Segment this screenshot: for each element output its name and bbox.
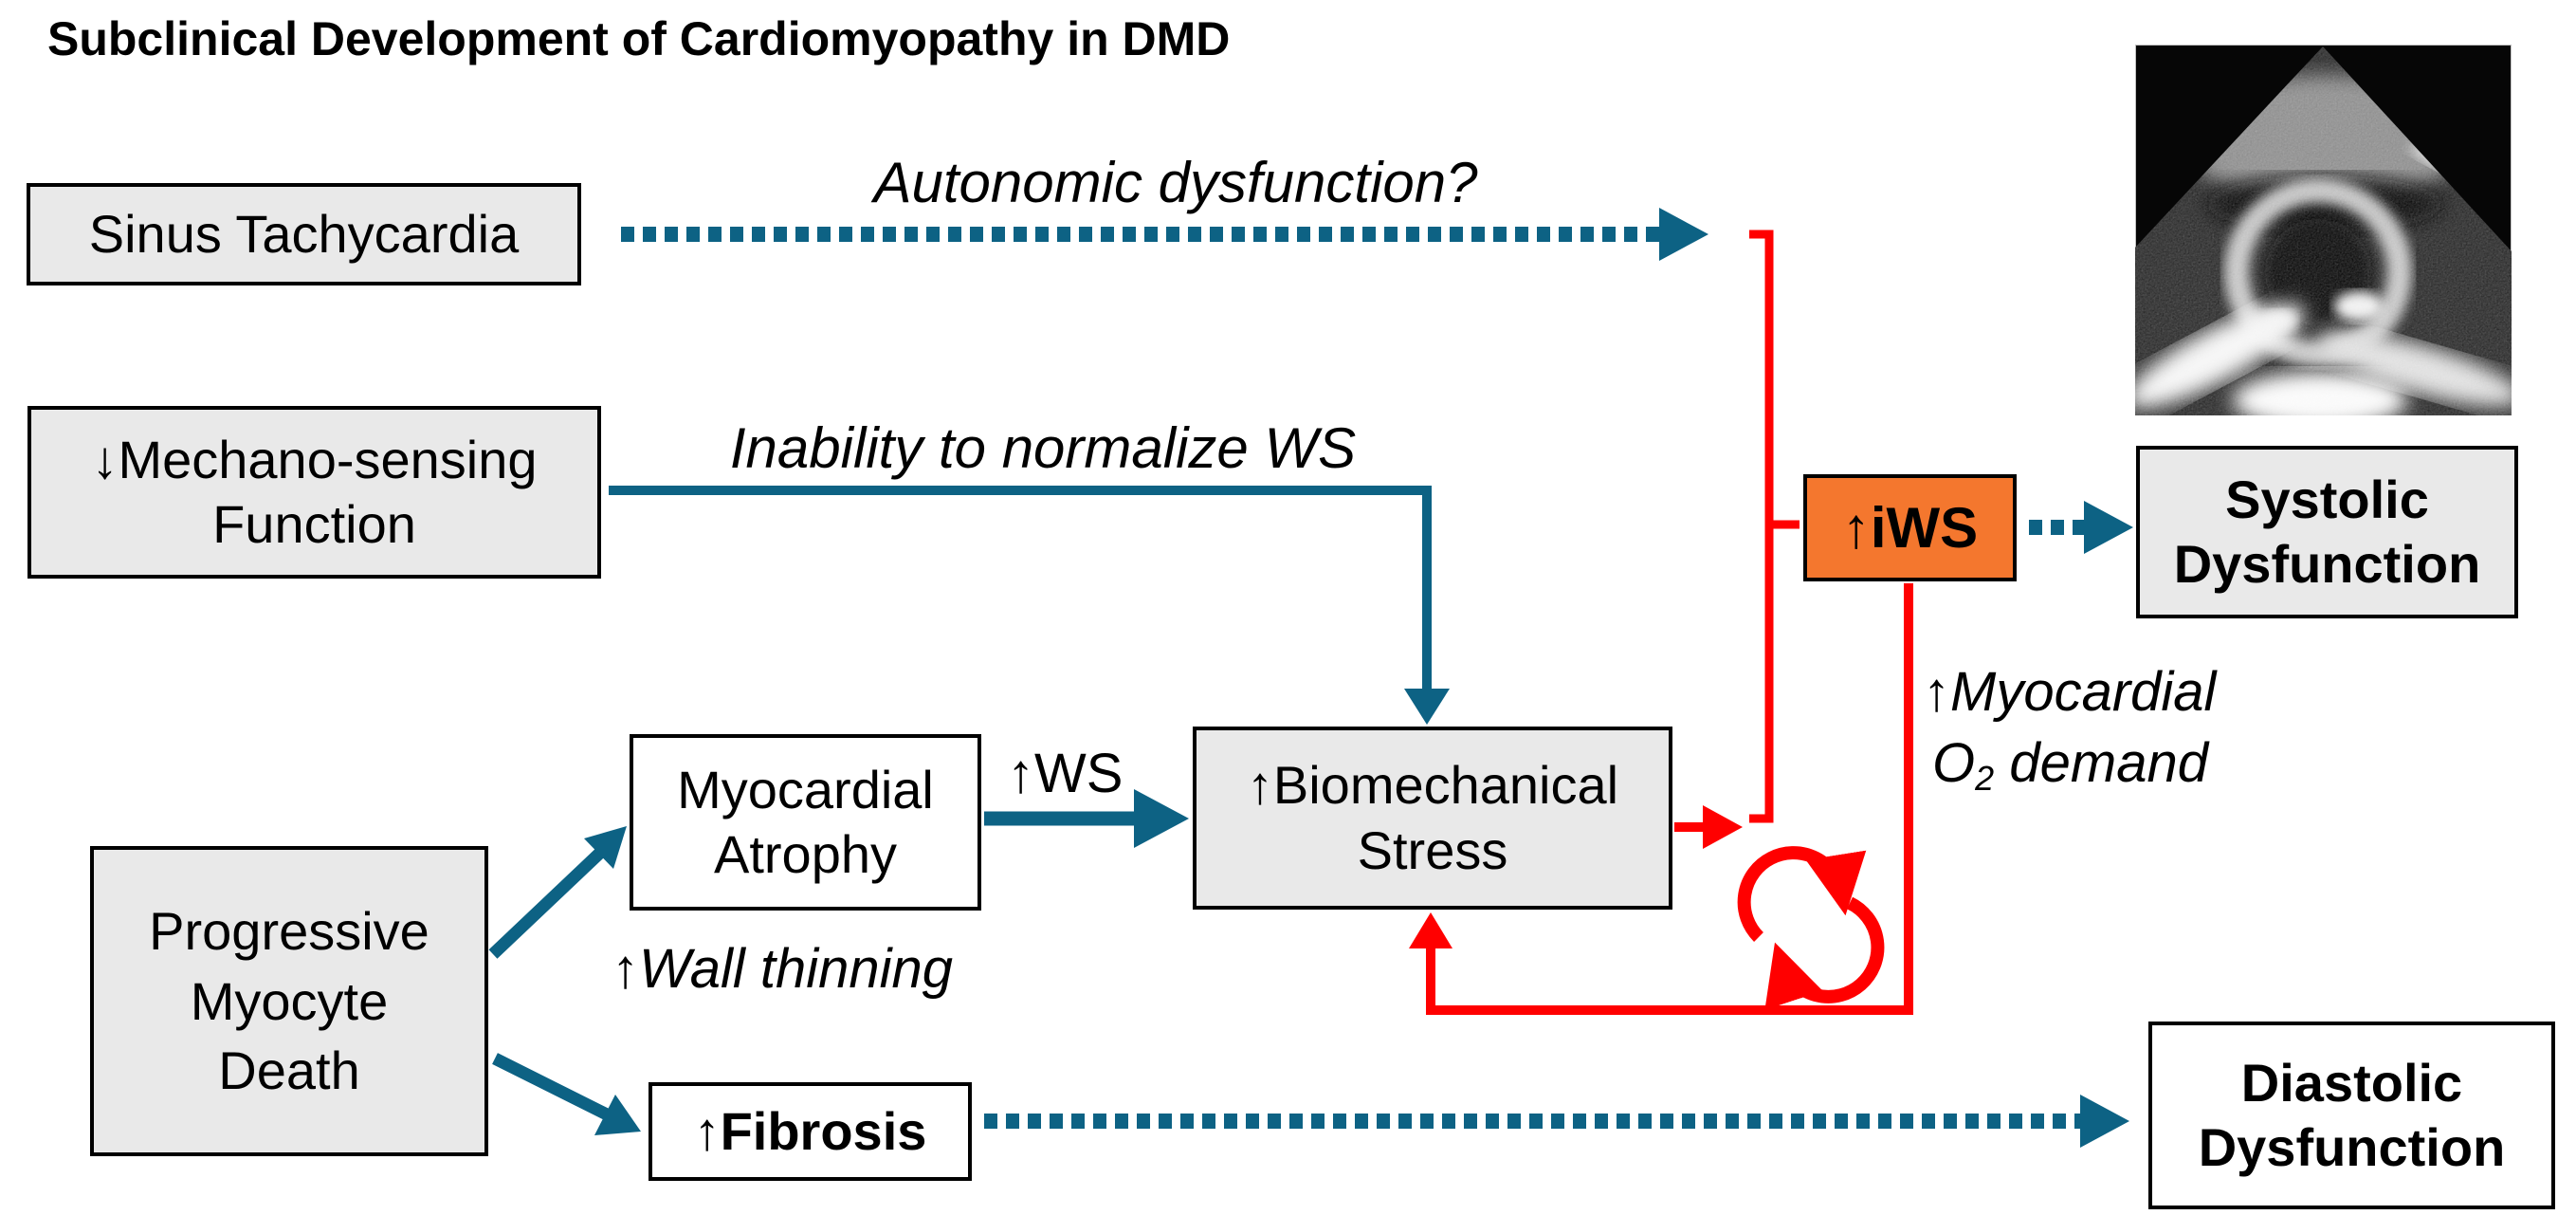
arrow-progressive-to-fibrosis [492, 1053, 641, 1135]
box-mechano-line2: Function [212, 494, 416, 554]
box-iws-highlight: ↑iWS [1803, 474, 2017, 581]
box-progressive-line3: Death [218, 1040, 360, 1101]
arrow-fibrosis-to-diastolic-dotted [984, 1095, 2129, 1148]
o2-symbol: O [1932, 732, 1976, 795]
arrow-mechano-to-biomech [609, 486, 1450, 725]
box-diastolic-dysfunction: Diastolic Dysfunction [2148, 1022, 2555, 1209]
arrow-atrophy-to-biomech [984, 789, 1189, 848]
box-sinus-tachycardia-label: Sinus Tachycardia [88, 203, 520, 264]
box-sinus-tachycardia: Sinus Tachycardia [27, 183, 581, 285]
label-autonomic-dysfunction: Autonomic dysfunction? [873, 151, 1478, 214]
arrow-sinus-to-iws-dotted [621, 208, 1708, 261]
arrow-iws-to-systolic-dotted [2029, 501, 2133, 554]
up-arrow-glyph: ↑ [1841, 495, 1871, 560]
label-inability-normalize-ws: Inability to normalize WS [729, 416, 1357, 480]
echocardiogram-image [2135, 45, 2512, 415]
page-title: Subclinical Development of Cardiomyopath… [47, 12, 1231, 65]
box-biomech-line2: Stress [1357, 819, 1508, 880]
cycle-icon [1737, 846, 1885, 1010]
box-mechano-sensing: ↓Mechano-sensing Function [27, 406, 601, 579]
box-systolic-line2: Dysfunction [2173, 534, 2481, 594]
arrow-biomech-to-bracket-red [1674, 805, 1743, 849]
box-iws-label: iWS [1870, 495, 1979, 560]
arrow-progressive-to-atrophy [488, 826, 627, 959]
box-atrophy-line1: Myocardial [677, 759, 934, 819]
label-demand-text: demand [2009, 732, 2208, 795]
label-wall-thinning-text: Wall thinning [639, 938, 954, 1000]
label-wall-thinning: ↑Wall thinning [612, 937, 953, 1001]
up-arrow-glyph: ↑ [612, 938, 639, 1000]
label-myo-line2: O2 demand [1923, 727, 2216, 801]
label-increased-ws: ↑WS [1007, 743, 1124, 804]
o2-subscript: 2 [1975, 759, 1995, 799]
box-progressive-line2: Myocyte [190, 970, 389, 1031]
box-diastolic-line1: Diastolic [2240, 1052, 2463, 1113]
box-biomech-line1: ↑Biomechanical [1246, 755, 1619, 816]
label-myocardial-o2-demand: ↑Myocardial O2 demand [1923, 656, 2216, 801]
box-biomechanical-stress: ↑Biomechanical Stress [1193, 727, 1672, 910]
red-bracket-connector [1749, 230, 1800, 823]
label-myo-line1: ↑Myocardial [1923, 661, 2217, 723]
box-fibrosis-label: Fibrosis [720, 1100, 927, 1161]
box-progressive-line1: Progressive [149, 900, 429, 961]
box-mechano-line1: ↓Mechano-sensing [91, 429, 538, 489]
up-arrow-glyph: ↑ [693, 1100, 721, 1161]
arrow-iws-feedback-to-biomech [1409, 583, 1913, 1015]
box-systolic-line1: Systolic [2225, 469, 2429, 529]
box-fibrosis: ↑Fibrosis [649, 1082, 972, 1181]
box-myocardial-atrophy: Myocardial Atrophy [630, 734, 981, 911]
box-diastolic-line2: Dysfunction [2198, 1117, 2506, 1177]
box-atrophy-line2: Atrophy [714, 824, 897, 884]
box-systolic-dysfunction: Systolic Dysfunction [2136, 446, 2518, 618]
box-progressive-myocyte-death: Progressive Myocyte Death [90, 846, 488, 1156]
